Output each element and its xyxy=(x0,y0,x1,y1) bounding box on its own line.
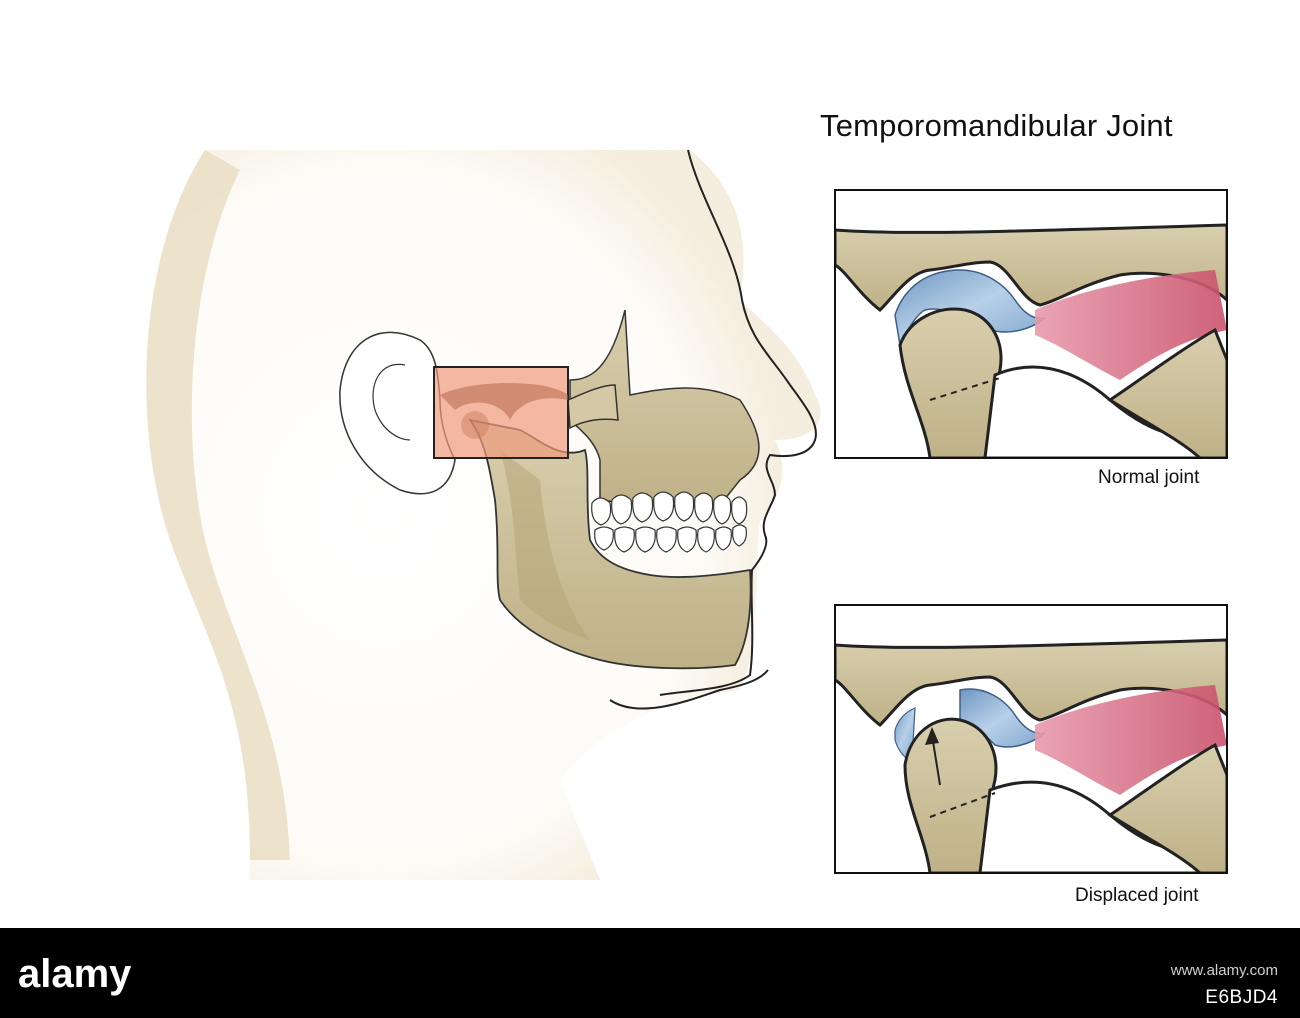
tmj-condyle-marker xyxy=(461,411,489,439)
watermark-footer xyxy=(0,928,1300,1018)
displaced-joint-caption: Displaced joint xyxy=(1075,885,1199,907)
head-profile xyxy=(146,150,820,880)
svg-text:alamy: alamy xyxy=(18,952,132,996)
alamy-logo: alamy xyxy=(0,945,180,1003)
image-id: E6BJD4 xyxy=(1205,987,1278,1009)
displaced-joint-panel xyxy=(835,605,1227,873)
watermark-url: www.alamy.com xyxy=(1171,962,1278,979)
diagram-title: Temporomandibular Joint xyxy=(820,108,1173,144)
normal-joint-caption: Normal joint xyxy=(1098,467,1199,489)
normal-joint-panel xyxy=(835,190,1227,458)
tmj-highlight-box xyxy=(434,367,568,458)
